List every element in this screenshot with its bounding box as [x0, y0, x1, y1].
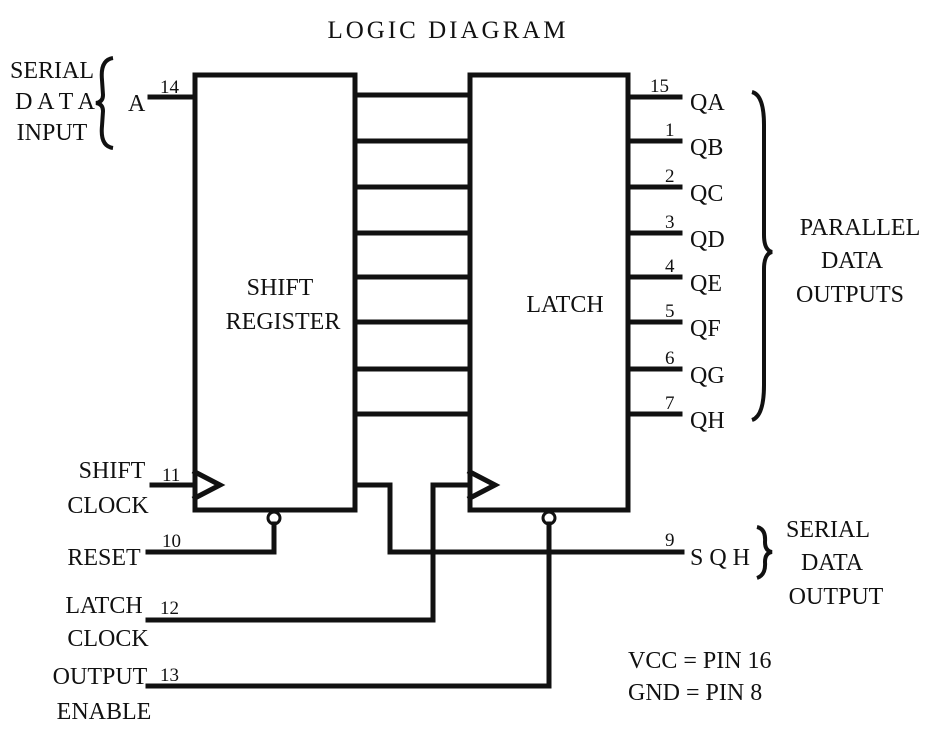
latch-clock-triangle-icon	[466, 468, 501, 502]
shift-clock-label-line-1: SHIFT	[79, 458, 146, 484]
serial-output-label-line-1: SERIAL	[786, 517, 870, 543]
parallel-output-label-line-2: DATA	[821, 248, 884, 274]
serial-output-signal: S Q H	[690, 545, 750, 571]
serial-input-label-line-2: D A T A	[15, 89, 95, 115]
pin-10: 10	[162, 531, 181, 552]
output-enable-wire	[145, 521, 552, 689]
output-qb-label: QB	[690, 135, 723, 161]
output-qd-label: QD	[690, 227, 725, 253]
pin-14: 14	[160, 77, 180, 98]
latch-clock-label-line-1: LATCH	[65, 593, 142, 619]
pin-1: 1	[665, 120, 675, 141]
pin-15: 15	[650, 76, 669, 97]
output-qh-label: QH	[690, 408, 725, 434]
pin-9: 9	[665, 530, 675, 551]
internal-data-bus	[352, 92, 473, 417]
shift-register-block	[192, 72, 358, 513]
pin-3: 3	[665, 212, 675, 233]
shift-register-label-line-1: SHIFT	[247, 275, 314, 301]
pin-2: 2	[665, 166, 675, 187]
reset-label: RESET	[67, 545, 141, 571]
serial-input-label-line-1: SERIAL	[10, 58, 94, 84]
pin-11: 11	[162, 465, 180, 486]
output-qg-label: QG	[690, 363, 725, 389]
parallel-output-pins: 15 QA 1 QB 2 QC 3 QD 4 QE 5 QF 6 QG 7 QH	[625, 76, 725, 434]
serial-output-label-line-3: OUTPUT	[789, 584, 884, 610]
parallel-output-label-line-1: PARALLEL	[800, 215, 920, 241]
pin-6: 6	[665, 348, 675, 369]
output-qe-label: QE	[690, 271, 722, 297]
output-enable-label-line-1: OUTPUT	[53, 664, 148, 690]
output-qf-label: QF	[690, 316, 721, 342]
latch-block	[467, 72, 631, 513]
parallel-output-brace	[751, 90, 773, 422]
pin-13: 13	[160, 665, 179, 686]
pin-4: 4	[665, 256, 675, 277]
shift-clock-triangle-icon	[191, 468, 226, 502]
diagram-title: LOGIC DIAGRAM	[327, 17, 568, 44]
serial-output-label-line-2: DATA	[801, 550, 864, 576]
serial-output-wire	[352, 482, 685, 555]
vcc-note: VCC = PIN 16	[628, 648, 772, 674]
latch-clock-label-line-2: CLOCK	[67, 626, 149, 652]
output-qc-label: QC	[690, 181, 723, 207]
pin-5: 5	[665, 301, 675, 322]
pin-7: 7	[665, 393, 675, 414]
output-qa-label: QA	[690, 90, 725, 116]
serial-input-signal: A	[128, 91, 146, 117]
shift-clock-label-line-2: CLOCK	[67, 493, 149, 519]
shift-register-label-line-2: REGISTER	[226, 309, 341, 335]
reset-wire	[145, 521, 277, 555]
gnd-note: GND = PIN 8	[628, 680, 762, 706]
output-enable-label-line-2: ENABLE	[57, 699, 152, 725]
serial-input-label-line-3: INPUT	[17, 120, 88, 146]
serial-output-brace	[756, 525, 773, 580]
latch-label: LATCH	[526, 292, 603, 318]
serial-input-brace	[95, 56, 114, 150]
parallel-output-label-line-3: OUTPUTS	[796, 282, 904, 308]
pin-12: 12	[160, 598, 179, 619]
